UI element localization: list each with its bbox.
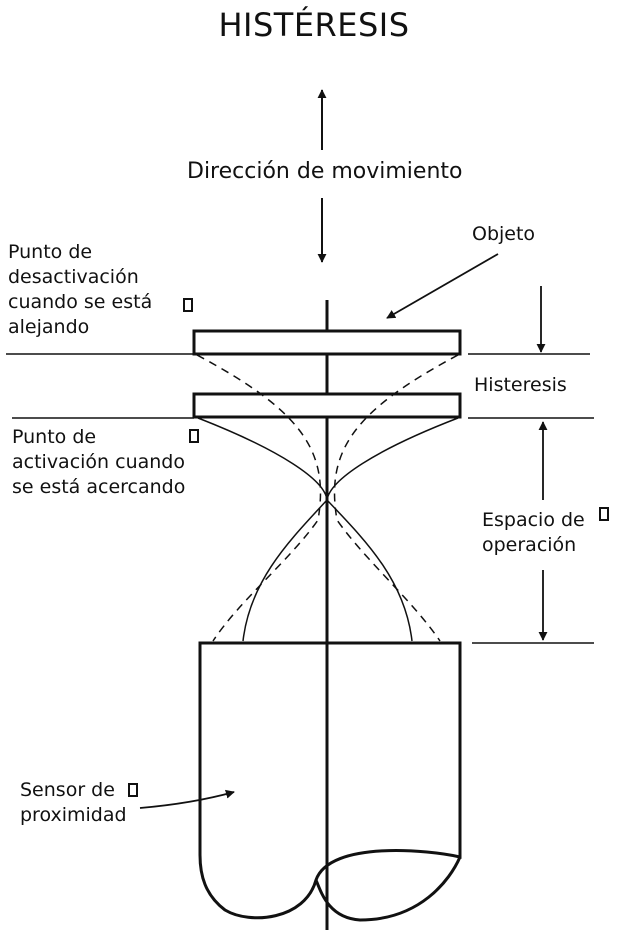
object-plate-deactivation [192,329,462,356]
solid-field-right [326,417,459,642]
deactivation-label: Punto de desactivación cuando se está al… [8,241,153,338]
sensor-label: Sensor de proximidad [20,779,127,826]
direction-label: Dirección de movimiento [187,159,463,184]
sensor-cut-end [314,856,462,922]
object-plate-activation [192,392,462,419]
activation-label: Punto de activación cuando se está acerc… [12,426,186,498]
operating-space-label: Espacio de operación [482,509,585,556]
hysteresis-label: Histeresis [474,374,567,396]
solid-field-left [197,417,328,642]
sensor-body [198,641,462,920]
missing-glyph-box-icon [128,783,138,797]
missing-glyph-box-icon [183,298,193,312]
missing-glyph-box-icon [599,507,609,521]
dashed-field-left [196,354,322,642]
sensor-callout-arrow [139,789,235,809]
dashed-field-right [333,354,459,642]
missing-glyph-box-icon [189,429,199,443]
object-label: Objeto [472,223,536,245]
diagram-title: HISTÉRESIS [218,6,410,44]
object-callout-arrow [386,253,499,319]
